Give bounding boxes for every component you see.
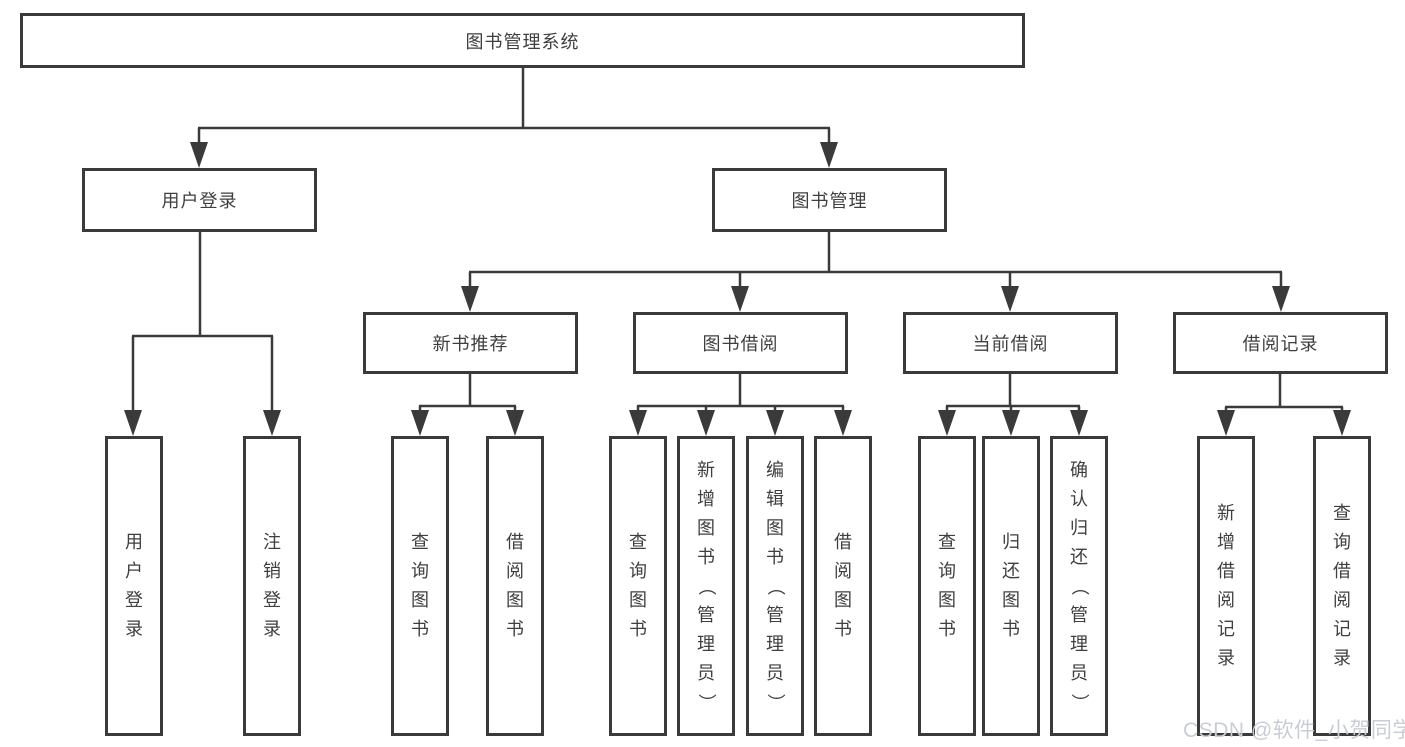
node-book-management: 图书管理 [712,168,947,232]
arrowhead-icon [461,286,479,312]
connector-root [197,68,831,150]
arrowhead-icon [263,410,281,436]
arrowhead-icon [629,410,647,436]
arrowhead-icon [697,410,715,436]
node-borrow-records-label: 借阅记录 [1242,334,1319,354]
arrowhead-icon [938,410,956,436]
leaf-query-books-borrow: 查询图书 [609,436,667,736]
leaf-edit-book-admin-label: 编辑图书（管理员） [765,459,786,712]
arrowhead-icon [411,410,429,436]
leaf-borrow-books: 借阅图书 [814,436,872,736]
leaf-query-books-recommend-label: 查询图书 [411,532,429,639]
leaf-borrow-books-recommend-label: 借阅图书 [506,532,524,639]
node-current-borrow: 当前借阅 [903,312,1118,374]
leaf-add-book-admin-label: 新增图书（管理员） [696,459,717,712]
connector-new-book [418,374,517,420]
arrowhead-icon [1002,410,1020,436]
arrowhead-icon [1217,410,1235,436]
node-book-management-system: 图书管理系统 [20,13,1025,68]
arrowhead-icon [506,410,524,436]
leaf-return-book: 归还图书 [982,436,1040,736]
connector-book-management [468,232,1283,295]
leaf-query-borrow-record-label: 查询借阅记录 [1333,503,1351,668]
arrowhead-icon [124,410,142,436]
leaf-edit-book-admin: 编辑图书（管理员） [746,436,804,736]
arrowhead-icon [190,142,208,168]
leaf-confirm-return-admin: 确认归还（管理员） [1050,436,1108,736]
arrowhead-icon [766,410,784,436]
leaf-add-borrow-record: 新增借阅记录 [1197,436,1255,736]
node-new-book-recommend: 新书推荐 [363,312,578,374]
node-book-management-label: 图书管理 [791,191,868,211]
leaf-query-books-borrow-label: 查询图书 [629,532,647,639]
leaf-user-login: 用户登录 [105,436,163,736]
leaf-add-borrow-record-label: 新增借阅记录 [1217,503,1235,668]
connector-user-login [131,232,274,418]
arrowhead-icon [1333,410,1351,436]
arrowhead-icon [731,286,749,312]
node-borrow-records: 借阅记录 [1173,312,1388,374]
leaf-query-books-recommend: 查询图书 [391,436,449,736]
csdn-watermark: CSDN @软件_小贺同学 [1183,719,1405,742]
leaf-borrow-books-label: 借阅图书 [834,532,852,639]
node-user-login: 用户登录 [82,168,317,232]
node-current-borrow-label: 当前借阅 [972,334,1049,354]
leaf-return-book-label: 归还图书 [1002,532,1020,639]
leaf-logout: 注销登录 [243,436,301,736]
node-book-management-system-label: 图书管理系统 [465,31,580,52]
arrowhead-icon [834,410,852,436]
arrowhead-icon [1272,286,1290,312]
leaf-query-borrow-record: 查询借阅记录 [1313,436,1371,736]
leaf-borrow-books-recommend: 借阅图书 [486,436,544,736]
arrowhead-icon [1001,286,1019,312]
arrowhead-icon [1070,410,1088,436]
arrowheads [124,142,1351,436]
connector-book-borrow [636,374,845,420]
node-book-borrow: 图书借阅 [633,312,848,374]
arrowhead-icon [820,142,838,168]
node-book-borrow-label: 图书借阅 [702,334,779,354]
node-new-book-recommend-label: 新书推荐 [432,334,509,354]
leaf-query-books-current: 查询图书 [918,436,976,736]
leaf-logout-label: 注销登录 [263,532,281,639]
leaf-confirm-return-admin-label: 确认归还（管理员） [1069,459,1090,712]
node-user-login-label: 用户登录 [161,191,238,211]
leaf-add-book-admin: 新增图书（管理员） [677,436,735,736]
leaf-query-books-current-label: 查询图书 [938,532,956,639]
connector-borrow-records [1224,374,1344,420]
leaf-user-login-label: 用户登录 [125,532,143,639]
